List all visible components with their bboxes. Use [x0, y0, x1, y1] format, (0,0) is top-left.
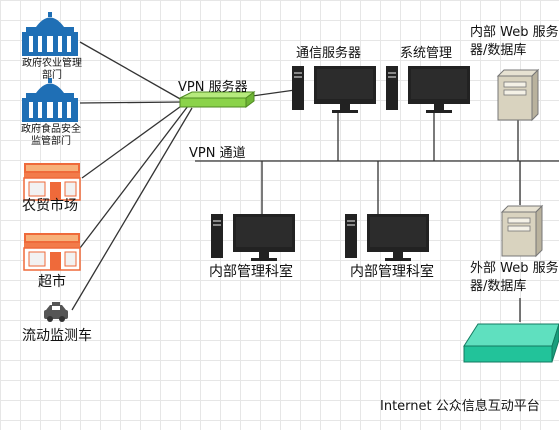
- car-icon: [44, 302, 68, 322]
- server-icon: [496, 68, 540, 122]
- label-gov-food: 政府食品安全监管部门: [21, 124, 81, 147]
- link-supermarket-vpn: [79, 105, 189, 249]
- link-gov-agri-vpn: [79, 41, 183, 101]
- store-icon: [23, 233, 81, 271]
- label-internet-platform: Internet 公众信息互动平台: [380, 399, 540, 414]
- workstation-icon: [211, 214, 295, 261]
- label-internal-office-2: 内部管理科室: [350, 264, 434, 280]
- label-vpn-server: VPN 服务器: [178, 80, 248, 95]
- label-mobile-car: 流动监测车: [22, 328, 92, 344]
- label-external-web: 外部 Web 服务器/数据库: [470, 261, 559, 294]
- label-sys-mgmt: 系统管理: [400, 46, 453, 61]
- label-vpn-channel: VPN 通道: [189, 146, 246, 161]
- label-supermarket: 超市: [38, 274, 66, 290]
- government-building-icon: [22, 12, 78, 56]
- workstation-icon: [345, 214, 429, 261]
- label-internal-office-1: 内部管理科室: [209, 264, 293, 280]
- store-icon: [23, 163, 81, 201]
- link-vpn-comm: [251, 89, 296, 97]
- connection-lines: [71, 41, 559, 322]
- server-icon: [500, 204, 544, 258]
- link-mobile-car-vpn: [71, 107, 193, 311]
- workstation-icon: [292, 66, 376, 113]
- network-switch-icon: [463, 323, 559, 363]
- network-switch-icon: [179, 91, 256, 108]
- government-building-icon: [22, 78, 78, 122]
- label-comm-server: 通信服务器: [296, 46, 362, 61]
- link-farm-market-vpn: [81, 103, 185, 179]
- workstation-icon: [386, 66, 470, 113]
- label-internal-web: 内部 Web 服务器/数据库: [470, 25, 559, 58]
- label-farm-market: 农贸市场: [22, 198, 78, 214]
- label-gov-agri: 政府农业管理部门: [22, 58, 82, 81]
- link-gov-food-vpn: [79, 101, 183, 104]
